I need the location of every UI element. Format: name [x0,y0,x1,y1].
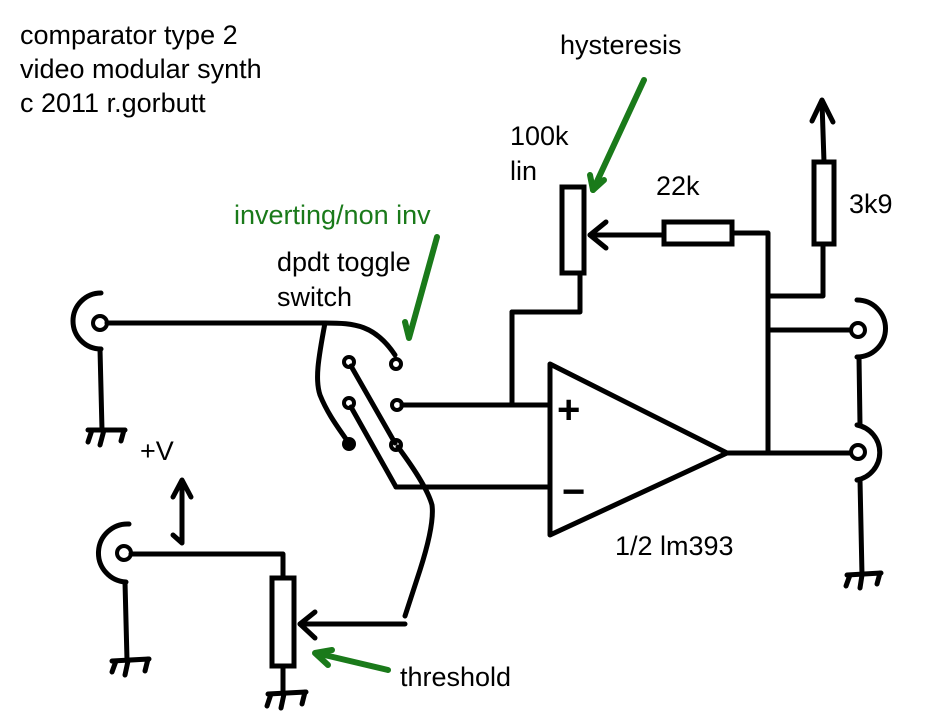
switch-label-2: switch [277,282,352,312]
resistor-3k9-label: 3k9 [849,189,893,219]
output-jack-1 [849,297,888,360]
threshold-annotation-arrow [313,650,391,673]
wire-switch-left [315,320,351,445]
arrow-head-down [170,532,185,546]
hysteresis-annotation-arrow [590,77,647,193]
ground-icon [85,427,128,448]
title-line-3: c 2011 r.gorbutt [20,88,206,118]
wire-feedback-output [729,230,771,456]
plus-sign: + [557,388,580,432]
comparator: + − 1/2 lm393 [547,361,734,561]
pot-taper-label: lin [510,156,537,186]
ground-icon [109,656,152,678]
output-jack-2 [849,422,883,483]
switch-cross-wire [348,363,398,446]
pot-value-label: 100k [510,121,569,151]
resistor-22k [661,219,735,247]
switch-terminal [342,437,356,451]
wire-jack-sleeves [856,354,863,428]
comparator-label: 1/2 lm393 [615,531,734,561]
supply-arrow-icon [809,97,836,125]
comparator-triangle [547,361,730,538]
input-jack [70,290,328,433]
wire-threshold [395,444,435,619]
wire-threshold-jack-ground [122,579,130,663]
threshold-arrowhead [312,647,335,668]
wiper-arrow-icon [587,219,609,251]
supply-label: +V [140,436,174,466]
threshold-pot [269,575,297,669]
switch-cross-wire [348,404,399,490]
threshold-jack [95,521,133,585]
resistor-3k9 [811,159,837,247]
wire-pullup [765,241,826,299]
title-line-1: comparator type 2 [20,20,238,50]
ground-icon [264,689,309,711]
wire-input-ground [97,346,105,433]
switch-terminal [389,357,403,371]
wire-output-ground [857,477,865,578]
hysteresis-label: hysteresis [560,30,682,60]
wire-threshold-jack [128,551,286,581]
ground-icon [843,570,884,591]
inverting-annotation-arrow [402,234,440,341]
resistor-22k-label: 22k [656,171,700,201]
dpdt-switch [315,320,553,619]
wire-switch-top [322,320,398,358]
hysteresis-arrowhead [587,172,607,193]
arrow-head-up [170,477,194,500]
hysteresis-pot [559,184,587,276]
wire-supply [819,99,827,165]
minus-sign: − [562,470,585,514]
switch-label-1: dpdt toggle [277,247,411,277]
threshold-label: threshold [400,662,511,692]
wire-hyst-pot-bottom [509,271,583,315]
inverting-label: inverting/non inv [234,200,431,230]
title-line-2: video modular synth [20,54,262,84]
jack-sleeve [70,290,104,352]
wiper-arrow-icon [297,609,318,641]
